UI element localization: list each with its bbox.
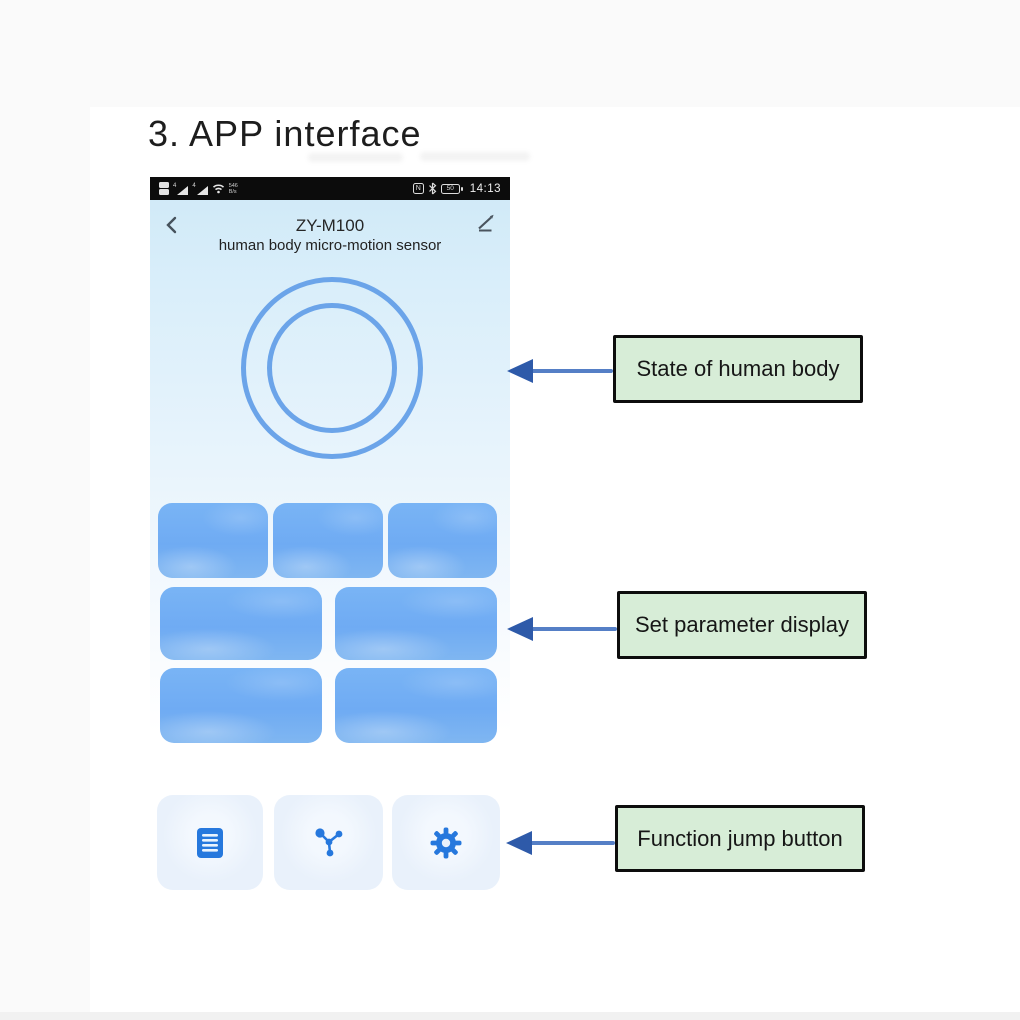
app-header: ZY-M100 human body micro-motion sensor	[150, 200, 510, 280]
callout-label: Function jump button	[637, 825, 843, 851]
device-name: ZY-M100	[295, 216, 365, 235]
nfc-icon: N	[412, 183, 424, 194]
parameter-tile[interactable]	[335, 587, 497, 660]
signal-triangle-icon	[196, 185, 208, 195]
arrow-shaft	[531, 627, 617, 631]
status-left-icons: 4 4 546 B/s	[159, 182, 238, 195]
watermark-smudge	[420, 152, 530, 161]
status-time: 14:13	[469, 182, 501, 195]
device-subtitle: human body micro-motion sensor	[218, 237, 442, 254]
sim1-icon	[159, 182, 169, 188]
battery-icon: 50	[440, 183, 463, 194]
wifi-icon	[212, 184, 224, 194]
phone-status-bar: 4 4 546 B/s N	[150, 177, 510, 200]
network-icon	[314, 827, 342, 856]
document-icon	[197, 827, 223, 858]
settings-button[interactable]	[392, 795, 500, 890]
arrow-shaft	[531, 369, 613, 373]
page-margin-left	[0, 107, 90, 1012]
callout-label: Set parameter display	[635, 612, 849, 637]
signal-badge: 4	[173, 182, 177, 189]
signal-icon: 4	[173, 182, 189, 195]
settings-gear-icon	[430, 827, 462, 858]
phone-screenshot: 4 4 546 B/s N	[150, 177, 510, 890]
parameter-tile[interactable]	[388, 503, 497, 578]
edit-button[interactable]	[474, 212, 498, 234]
signal-badge: 4	[192, 182, 196, 189]
page-margin-bottom	[0, 1012, 1020, 1020]
parameter-tile[interactable]	[160, 668, 322, 743]
back-chevron-icon	[166, 216, 177, 234]
bluetooth-icon	[428, 182, 437, 195]
callout-label: State of human body	[636, 356, 840, 381]
signal-triangle-icon	[177, 185, 189, 195]
arrow-left-icon	[507, 359, 533, 383]
page-margin-top	[0, 0, 1020, 107]
net-speed-value: 546	[228, 182, 238, 189]
arrow-shaft	[530, 841, 615, 845]
parameter-tile[interactable]	[160, 587, 322, 660]
human-state-ring-outer	[241, 277, 423, 459]
net-speed-label: 546 B/s	[229, 183, 238, 195]
network-button[interactable]	[274, 795, 383, 890]
callout-state-of-human-body: State of human body	[613, 335, 863, 403]
parameter-tile[interactable]	[273, 503, 383, 578]
status-right-icons: N 50 14:13	[412, 182, 501, 195]
watermark-smudge	[308, 153, 403, 162]
parameter-tile[interactable]	[158, 503, 268, 578]
arrow-left-icon	[507, 617, 533, 641]
back-button[interactable]	[161, 214, 181, 236]
callout-set-parameter-display: Set parameter display	[617, 591, 867, 659]
page-title: 3. APP interface	[148, 113, 422, 154]
net-speed-unit: B/s	[228, 188, 237, 195]
edit-pencil-icon	[478, 214, 494, 231]
callout-function-jump-button: Function jump button	[615, 805, 865, 872]
arrow-left-icon	[506, 831, 532, 855]
battery-percent: 50	[440, 183, 460, 194]
human-state-ring-inner	[267, 303, 397, 433]
battery-nub	[460, 186, 463, 191]
dual-sim-icon	[159, 182, 169, 195]
records-button[interactable]	[157, 795, 263, 890]
signal-icon: 4	[192, 182, 208, 195]
sim2-icon	[159, 189, 169, 195]
parameter-tile[interactable]	[335, 668, 497, 743]
